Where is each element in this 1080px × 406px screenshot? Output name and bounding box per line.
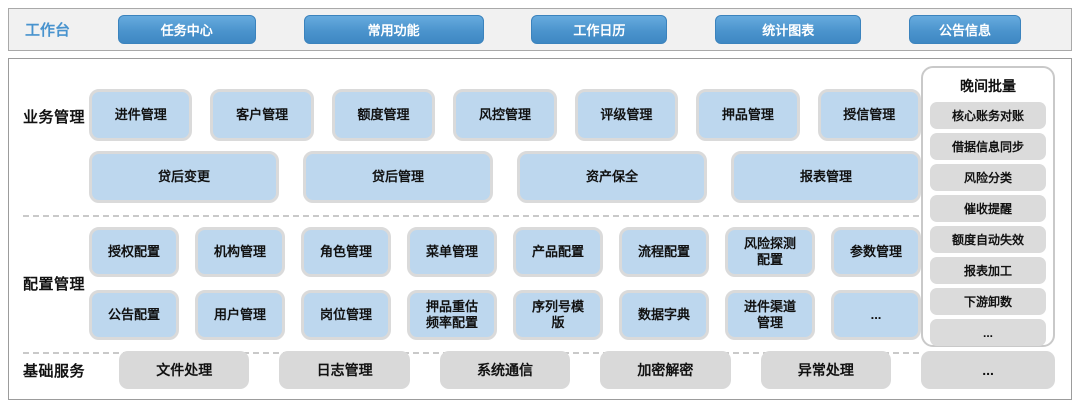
service-tile[interactable]: 加密解密 xyxy=(600,351,731,389)
config-row-2: 公告配置用户管理岗位管理押品重估频率配置序列号模版数据字典进件渠道管理... xyxy=(89,290,921,340)
business-row-2: 贷后变更贷后管理资产保全报表管理 xyxy=(89,151,921,203)
module-tile[interactable]: 序列号模版 xyxy=(513,290,603,340)
module-tile[interactable]: 客户管理 xyxy=(210,89,314,141)
config-rows: 授权配置机构管理角色管理菜单管理产品配置流程配置风险探测配置参数管理 公告配置用… xyxy=(89,227,921,340)
workbench-bar: 工作台 任务中心 常用功能 工作日历 统计图表 公告信息 xyxy=(8,8,1072,51)
module-tile[interactable]: 进件管理 xyxy=(89,89,193,141)
upper-region: 业务管理 进件管理客户管理额度管理风控管理评级管理押品管理授信管理 贷后变更贷后… xyxy=(9,59,1071,354)
section-base-services: 基础服务 文件处理日志管理系统通信加密解密异常处理... xyxy=(9,351,1071,399)
module-tile[interactable]: 授权配置 xyxy=(89,227,179,277)
module-tile[interactable]: 岗位管理 xyxy=(301,290,391,340)
module-tile[interactable]: 进件渠道管理 xyxy=(725,290,815,340)
announcement-button[interactable]: 公告信息 xyxy=(909,15,1021,44)
service-tile[interactable]: ... xyxy=(921,351,1056,389)
module-tile[interactable]: 报表管理 xyxy=(731,151,921,203)
module-tile[interactable]: 风险探测配置 xyxy=(725,227,815,277)
module-tile[interactable]: 用户管理 xyxy=(195,290,285,340)
module-tile[interactable]: 流程配置 xyxy=(619,227,709,277)
module-tile[interactable]: 产品配置 xyxy=(513,227,603,277)
module-tile[interactable]: 押品重估频率配置 xyxy=(407,290,497,340)
night-batch-list: 核心账务对账借据信息同步风险分类催收提醒额度自动失效报表加工下游卸数... xyxy=(930,102,1046,346)
night-batch-item[interactable]: 核心账务对账 xyxy=(930,102,1046,129)
service-tile[interactable]: 系统通信 xyxy=(439,351,571,389)
statistics-charts-button[interactable]: 统计图表 xyxy=(715,15,862,44)
night-batch-item[interactable]: 催收提醒 xyxy=(930,195,1046,222)
module-tile[interactable]: 贷后管理 xyxy=(303,151,493,203)
sidebar-column: 晚间批量 核心账务对账借据信息同步风险分类催收提醒额度自动失效报表加工下游卸数.… xyxy=(921,59,1071,351)
night-batch-panel: 晚间批量 核心账务对账借据信息同步风险分类催收提醒额度自动失效报表加工下游卸数.… xyxy=(921,66,1055,347)
module-tile[interactable]: 风控管理 xyxy=(453,89,557,141)
night-batch-title: 晚间批量 xyxy=(960,78,1016,94)
business-row-1: 进件管理客户管理额度管理风控管理评级管理押品管理授信管理 xyxy=(89,89,921,141)
module-tile[interactable]: 评级管理 xyxy=(574,89,679,141)
module-tile[interactable]: 贷后变更 xyxy=(89,151,279,203)
module-tile[interactable]: 数据字典 xyxy=(619,290,709,340)
night-batch-item[interactable]: 借据信息同步 xyxy=(930,133,1046,160)
work-calendar-button[interactable]: 工作日历 xyxy=(531,15,668,44)
service-tile[interactable]: 异常处理 xyxy=(760,351,892,389)
module-tile[interactable]: 机构管理 xyxy=(195,227,285,277)
module-tile[interactable]: ... xyxy=(831,290,921,340)
business-rows: 进件管理客户管理额度管理风控管理评级管理押品管理授信管理 贷后变更贷后管理资产保… xyxy=(89,89,921,203)
workbench-label: 工作台 xyxy=(25,22,71,39)
night-batch-item[interactable]: 报表加工 xyxy=(930,257,1046,284)
task-center-button[interactable]: 任务中心 xyxy=(117,15,256,44)
module-tile[interactable]: 资产保全 xyxy=(517,151,707,203)
module-tile[interactable]: 押品管理 xyxy=(696,89,800,141)
night-batch-item[interactable]: 额度自动失效 xyxy=(930,226,1046,253)
section-business: 业务管理 进件管理客户管理额度管理风控管理评级管理押品管理授信管理 贷后变更贷后… xyxy=(23,89,921,203)
service-tile[interactable]: 文件处理 xyxy=(119,351,250,389)
module-tile[interactable]: 参数管理 xyxy=(831,227,921,277)
section-config: 配置管理 授权配置机构管理角色管理菜单管理产品配置流程配置风险探测配置参数管理 … xyxy=(23,227,921,340)
module-tile[interactable]: 角色管理 xyxy=(301,227,391,277)
night-batch-item[interactable]: 下游卸数 xyxy=(930,288,1046,315)
common-functions-button[interactable]: 常用功能 xyxy=(303,15,484,44)
service-tile[interactable]: 日志管理 xyxy=(279,351,410,389)
sections-column: 业务管理 进件管理客户管理额度管理风控管理评级管理押品管理授信管理 贷后变更贷后… xyxy=(9,59,921,354)
module-tile[interactable]: 额度管理 xyxy=(331,89,436,141)
dashed-divider-1 xyxy=(23,215,919,217)
section-label-config: 配置管理 xyxy=(23,276,86,293)
section-label-base: 基础服务 xyxy=(23,362,86,380)
module-tile[interactable]: 授信管理 xyxy=(817,89,921,141)
module-tile[interactable]: 菜单管理 xyxy=(407,227,497,277)
config-row-1: 授权配置机构管理角色管理菜单管理产品配置流程配置风险探测配置参数管理 xyxy=(89,227,921,277)
main-panel: 业务管理 进件管理客户管理额度管理风控管理评级管理押品管理授信管理 贷后变更贷后… xyxy=(8,58,1072,400)
module-tile[interactable]: 公告配置 xyxy=(89,290,179,340)
section-label-business: 业务管理 xyxy=(23,109,86,126)
night-batch-item[interactable]: ... xyxy=(930,319,1046,346)
night-batch-item[interactable]: 风险分类 xyxy=(930,164,1046,191)
